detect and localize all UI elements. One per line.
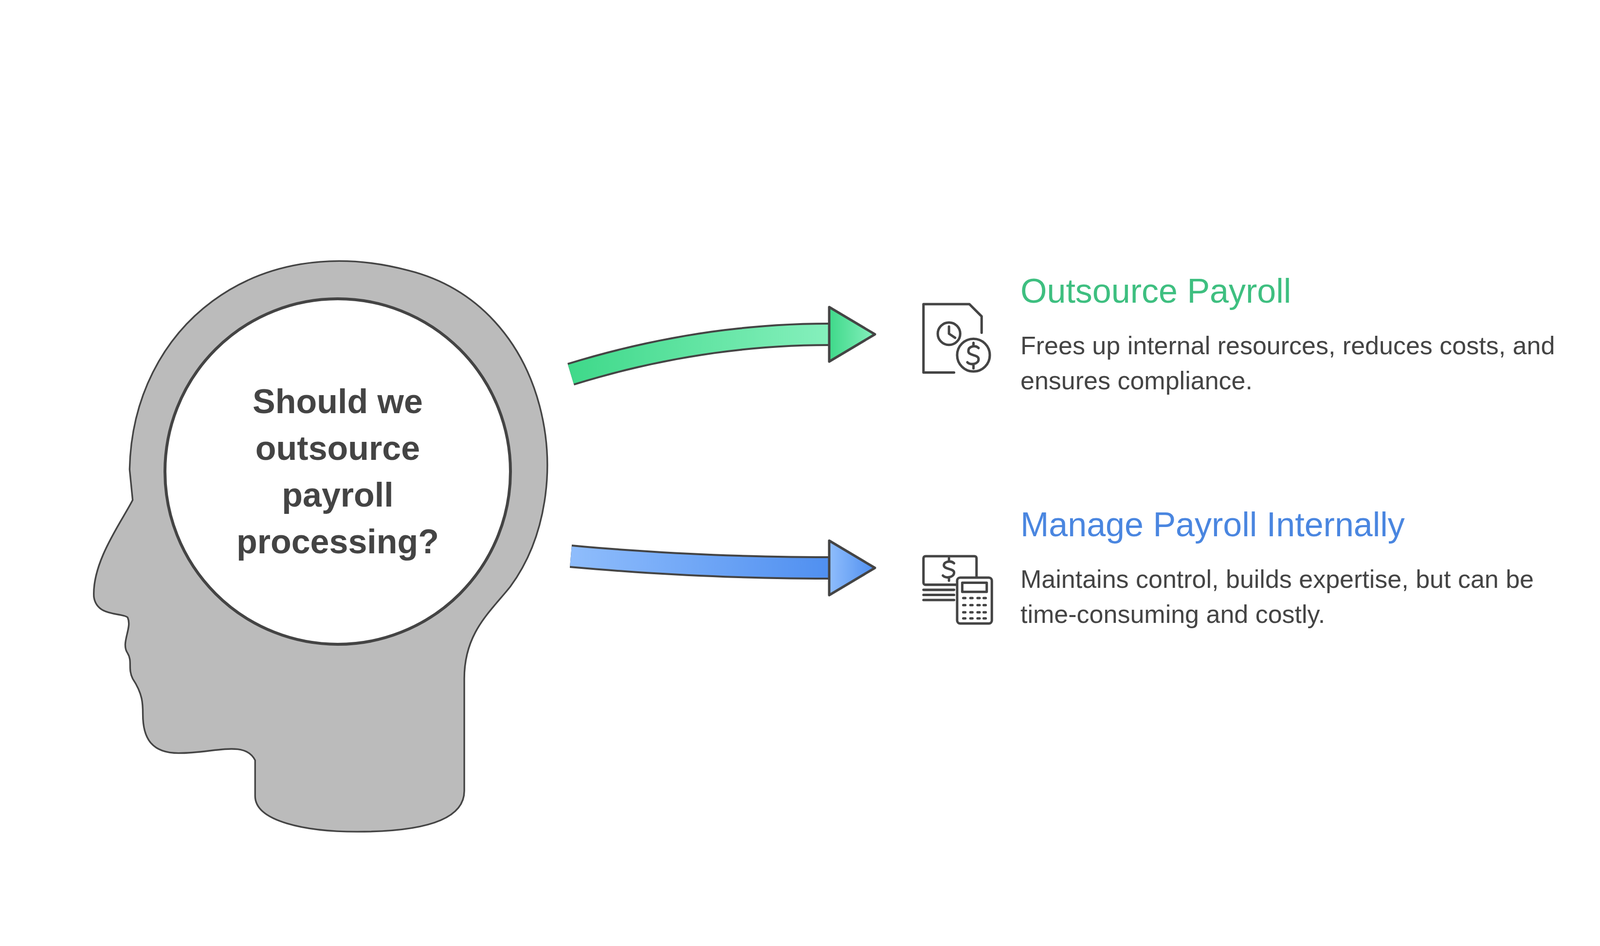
option-heading: Outsource Payroll <box>1020 270 1558 312</box>
payroll-clock-icon <box>923 304 990 373</box>
question-circle: Should we outsource payroll processing? <box>163 296 513 647</box>
payroll-calculator-icon <box>923 556 992 624</box>
option-description: Maintains control, builds expertise, but… <box>1020 561 1558 632</box>
option-block: Outsource PayrollFrees up internal resou… <box>914 270 1558 399</box>
circle-outline <box>163 296 513 647</box>
head-silhouette <box>93 260 548 832</box>
block-arrow <box>570 540 875 596</box>
option-heading: Manage Payroll Internally <box>1020 504 1558 546</box>
option-block: Manage Payroll InternallyMaintains contr… <box>914 504 1558 632</box>
option-description: Frees up internal resources, reduces cos… <box>1020 327 1558 399</box>
block-arrow <box>570 307 875 375</box>
question-text: Should we outsource payroll processing? <box>218 378 457 565</box>
